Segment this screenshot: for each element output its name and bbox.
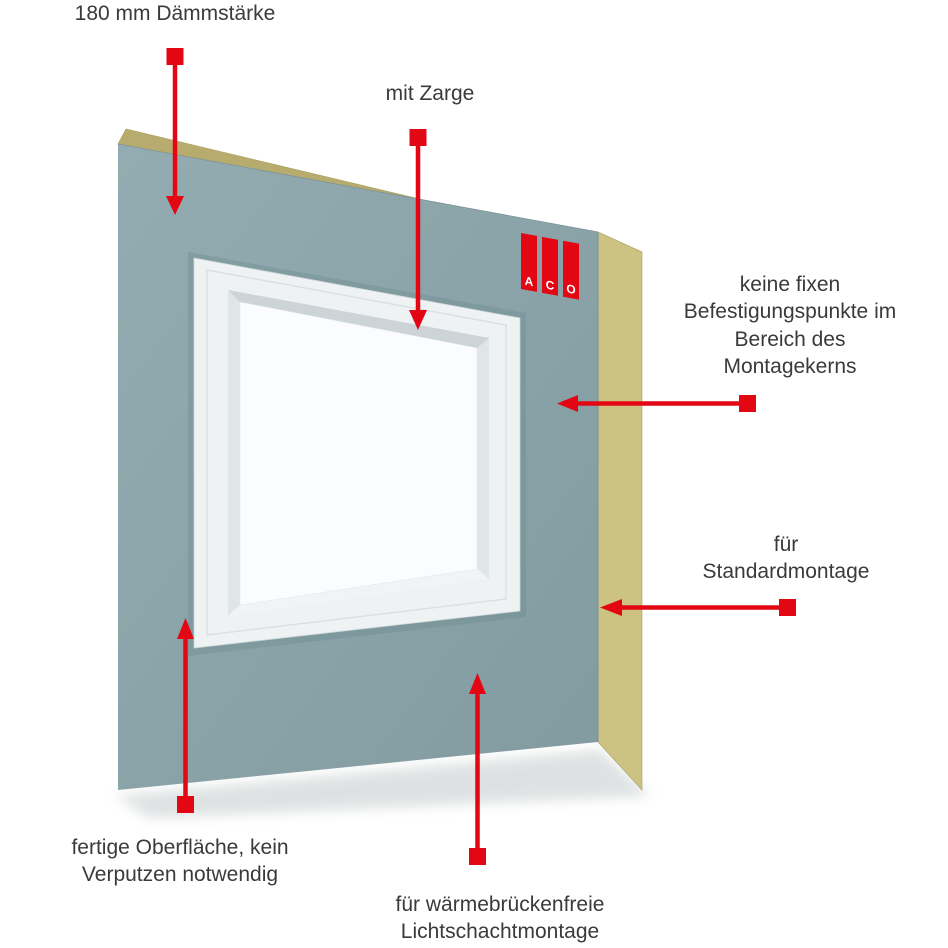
logo-stripe-2 [542, 236, 558, 296]
frame-reveal-top [228, 290, 489, 348]
window-glass [239, 301, 478, 606]
arrow-head [557, 395, 578, 412]
label-standardmontage: für Standardmontage [702, 533, 870, 584]
arrow-zarge [409, 129, 427, 330]
arrow-tail-square [166, 48, 184, 65]
label-befestigungspunkte: keine fixen Befestigungspunkte im Bereic… [683, 273, 897, 378]
arrow-head [166, 196, 184, 215]
panel-top-edge-line [117, 143, 599, 233]
arrow-daemmstaerke [166, 48, 184, 215]
panel-shadow [115, 750, 650, 818]
logo-letter-o: O [566, 281, 575, 297]
arrow-standardmontage [600, 599, 796, 616]
logo-stripe-3 [563, 240, 579, 300]
arrow-tail-square [177, 796, 194, 813]
arrow-head [469, 673, 486, 694]
arrow-head [177, 618, 194, 639]
arrow-head [600, 599, 622, 616]
window-frame [188, 252, 526, 656]
frame-sill [228, 569, 489, 616]
label-daemmstaerke: 180 mm Dämmstärke [74, 2, 276, 25]
logo-letter-a: A [525, 274, 534, 290]
logo-stripe-1 [521, 232, 537, 292]
arrow-tail-square [779, 599, 796, 616]
logo-letter-c: C [546, 278, 555, 294]
arrow-oberflaeche [177, 618, 194, 813]
arrow-tail-square [409, 129, 427, 146]
label-oberflaeche: fertige Oberfläche, kein Verputzen notwe… [71, 836, 289, 887]
insulation-core-side [597, 231, 643, 791]
aco-logo: A C O [521, 232, 579, 300]
frame-step-line [206, 269, 507, 636]
arrow-tail-square [739, 395, 756, 412]
label-lichtschachtmontage: für wärmebrückenfreie Lichtschachtmontag… [395, 893, 605, 944]
arrow-head [409, 310, 427, 330]
label-zarge: mit Zarge [385, 82, 475, 105]
arrow-befestigungspunkte [557, 395, 756, 412]
arrow-tail-square [469, 848, 486, 865]
callout-arrows [166, 48, 796, 865]
arrow-lichtschachtmontage [469, 673, 486, 865]
